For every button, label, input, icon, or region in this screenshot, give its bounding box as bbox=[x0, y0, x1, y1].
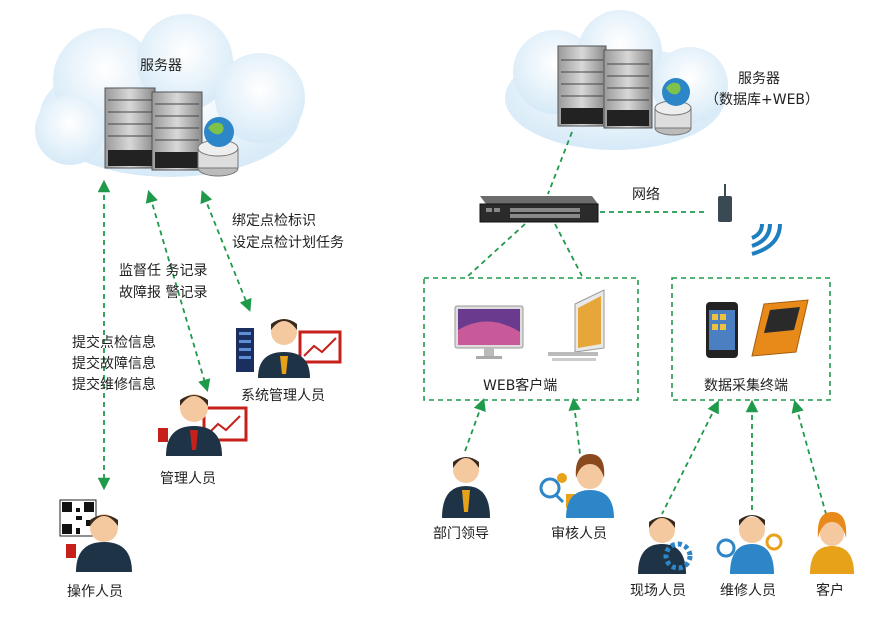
field-staff-label: 现场人员 bbox=[630, 583, 686, 599]
imac-icon bbox=[454, 305, 524, 359]
submit-annotation-3: 提交维修信息 bbox=[72, 376, 156, 393]
field-staff-link bbox=[661, 400, 719, 515]
left-server-label: 服务器 bbox=[140, 58, 182, 74]
network-label: 网络 bbox=[632, 187, 660, 203]
web-client-group bbox=[423, 277, 639, 401]
switch-web-link bbox=[467, 223, 526, 277]
bind-annotation-1: 绑定点检标识 bbox=[232, 213, 316, 229]
operator-label: 操作人员 bbox=[67, 584, 123, 600]
field-staff-figure bbox=[638, 517, 693, 574]
right-server-label: 服务器 bbox=[738, 71, 780, 87]
dept-leader-figure bbox=[442, 457, 490, 518]
customer-figure bbox=[810, 512, 854, 574]
data-terminal-group bbox=[671, 277, 831, 401]
manager-figure bbox=[158, 394, 248, 456]
sysadmin-link bbox=[200, 190, 252, 312]
smartphone-icon bbox=[706, 302, 738, 358]
sys-admin-figure bbox=[236, 319, 342, 378]
supervise-annotation-1: 监督任 务记录 bbox=[119, 263, 207, 279]
auditor-link bbox=[568, 397, 582, 455]
maintenance-figure bbox=[716, 515, 783, 574]
manager-link bbox=[145, 189, 211, 393]
wireless-gateway-icon bbox=[718, 184, 732, 222]
supervise-annotation-2: 故障报 警记录 bbox=[119, 285, 207, 301]
data-terminal-label: 数据采集终端 bbox=[704, 377, 788, 394]
customer-label: 客户 bbox=[816, 582, 844, 599]
wifi-signal-icon bbox=[751, 223, 782, 256]
globe-icon bbox=[662, 78, 690, 106]
switch-web-link-2 bbox=[554, 223, 583, 277]
operator-figure bbox=[59, 499, 132, 572]
right-server-icon bbox=[557, 45, 692, 136]
auditor-figure bbox=[539, 454, 614, 518]
auditor-label: 审核人员 bbox=[551, 526, 607, 542]
sys-admin-label: 系统管理人员 bbox=[241, 388, 325, 404]
customer-link bbox=[791, 399, 827, 515]
web-client-label: WEB客户端 bbox=[483, 377, 557, 394]
globe-icon bbox=[204, 117, 234, 147]
bind-annotation-2: 设定点检计划任务 bbox=[232, 235, 344, 251]
server-switch-link bbox=[547, 131, 573, 195]
submit-annotation-1: 提交点检信息 bbox=[72, 334, 156, 351]
maintenance-label: 维修人员 bbox=[720, 583, 776, 599]
network-switch-icon bbox=[479, 196, 599, 223]
right-server-sublabel: （数据库+WEB） bbox=[705, 92, 819, 108]
manager-label: 管理人员 bbox=[160, 471, 216, 487]
left-server-icon bbox=[104, 87, 239, 177]
monitor-icon bbox=[548, 289, 605, 361]
submit-annotation-2: 提交故障信息 bbox=[72, 355, 156, 372]
handheld-scanner-icon bbox=[751, 299, 809, 357]
dept-leader-link bbox=[463, 398, 486, 455]
dept-leader-label: 部门领导 bbox=[433, 526, 489, 542]
